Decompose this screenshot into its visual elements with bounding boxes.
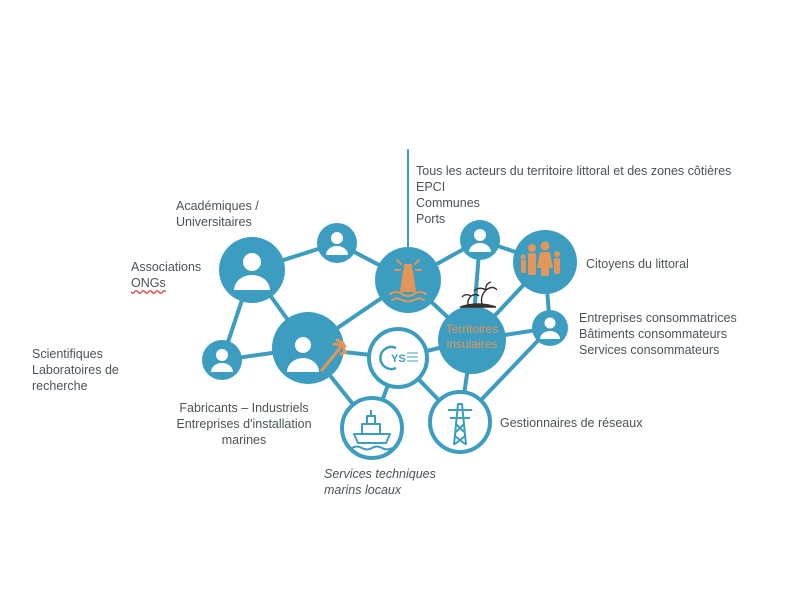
- family-icon: [520, 241, 560, 276]
- fabricants-node: [272, 312, 348, 384]
- lighthouse-node: [375, 247, 441, 313]
- person-icon: [211, 349, 233, 372]
- logo-node: YS: [367, 327, 429, 389]
- scientifiques-label: Scientifiques Laboratoires de recherche: [32, 347, 119, 393]
- family-node: [513, 230, 577, 294]
- entreprises-label: Entreprises consommatrices Bâtiments con…: [579, 311, 737, 357]
- person-icon: [326, 232, 348, 255]
- ship-node: [340, 396, 404, 460]
- person-node-entreprises: [532, 310, 568, 346]
- person-icon: [469, 229, 491, 252]
- territoires-node: [438, 281, 506, 374]
- services-techniques-label: Services techniques marins locaux: [324, 467, 436, 497]
- trident-icon: [320, 338, 348, 372]
- person-icon: [287, 337, 319, 372]
- person-node-top-left: [317, 223, 357, 263]
- academiques-label: Académiques / Universitaires: [176, 199, 259, 229]
- citoyens-label: Citoyens du littoral: [586, 257, 689, 271]
- top-actors-label: Tous les acteurs du territoire littoral …: [416, 164, 732, 226]
- ship-icon: [351, 410, 393, 451]
- person-icon: [540, 317, 560, 339]
- fabricants-label: Fabricants – Industriels Entreprises d'i…: [176, 401, 312, 447]
- gestionnaires-label: Gestionnaires de réseaux: [500, 416, 643, 430]
- pylon-node: [428, 390, 492, 454]
- associations-label: Associations ONGs: [131, 260, 202, 290]
- person-icon: [234, 253, 270, 290]
- person-node-top-right: [460, 220, 500, 260]
- palm-island-icon: [459, 281, 498, 308]
- svg-text:YS: YS: [391, 353, 406, 365]
- person-node-academiques: [219, 237, 285, 303]
- lighthouse-icon: [389, 259, 427, 303]
- power-pylon-icon: [448, 403, 472, 446]
- territoires-label: Territoires insulaires: [445, 322, 499, 351]
- person-node-scientifiques: [202, 340, 242, 380]
- eys-logo: YS: [379, 345, 418, 371]
